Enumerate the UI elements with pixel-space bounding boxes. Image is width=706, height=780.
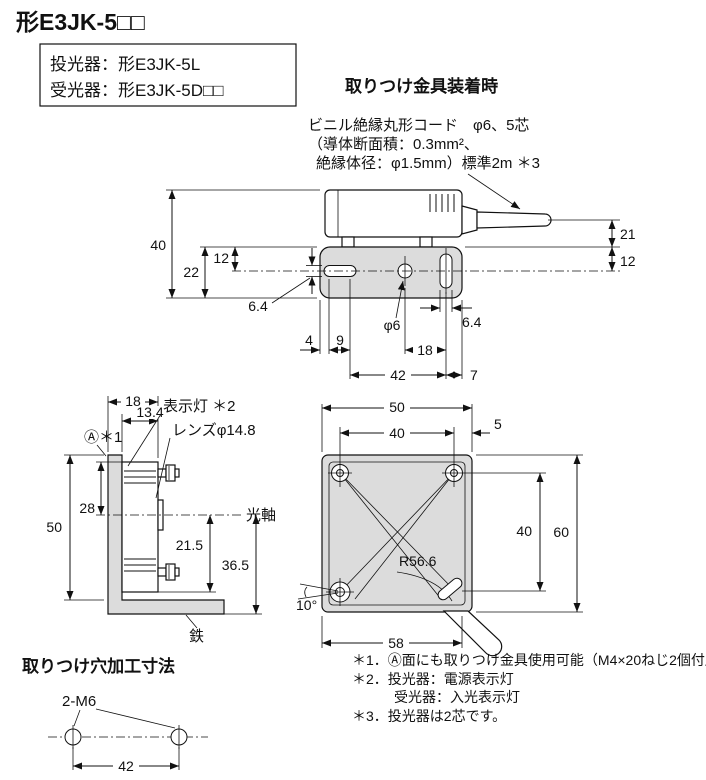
l-bracket	[107, 454, 225, 615]
dim-12-left: 12	[213, 250, 229, 266]
dim-18: 18	[417, 342, 433, 358]
hole-layout-heading: 取りつけ穴加工寸法	[22, 656, 175, 676]
dim-fv-10deg: 10°	[296, 597, 317, 613]
cable-note-leader	[467, 173, 521, 210]
bracket-heading: 取りつけ金具装着時	[345, 76, 498, 96]
model-receiver: 受光器：形E3JK-5D□□	[50, 81, 224, 100]
label-lens: レンズφ14.8	[172, 422, 256, 439]
sensor-body-side	[121, 461, 159, 593]
dim-sv-13_4: 13.4	[136, 404, 163, 420]
dim-9: 9	[336, 332, 344, 348]
dim-42: 42	[390, 367, 406, 383]
mounting-screw-bottom	[157, 563, 180, 581]
footnotes: ＊1．Ⓐ面にも取りつけ金具使用可能（M4×20ねじ2個付属） ＊2．投光器：電源…	[352, 652, 706, 724]
side-view-dimensions: 18 13.4 表示灯 ＊2 レンズφ14.8 Ⓐ＊1 50 28 21.5 3…	[46, 393, 276, 645]
vent-slits	[429, 194, 455, 212]
dim-phi6: φ6	[384, 317, 401, 333]
dim-fv-50: 50	[389, 399, 405, 415]
dim-12-right: 12	[620, 253, 636, 269]
dim-4: 4	[305, 332, 313, 348]
dim-fv-5: 5	[494, 416, 502, 432]
dim-21: 21	[620, 226, 636, 242]
dim-fv-40-top: 40	[389, 425, 405, 441]
mount-tab	[341, 236, 355, 248]
angle-indicator	[297, 583, 339, 600]
cable-gland	[461, 205, 478, 235]
page-title: 形E3JK-5□□	[16, 9, 145, 35]
front-view-dimensions: 50 40 5 40 60 R56.6 10° 58	[296, 399, 583, 651]
footnote-2b: 受光器：入光表示灯	[394, 689, 520, 705]
model-emitter: 投光器：形E3JK-5L	[50, 55, 200, 74]
dim-6_4-left: 6.4	[248, 298, 268, 314]
label-optical-axis: 光軸	[246, 507, 276, 524]
cable-note-line3: 絶縁体径：φ1.5mm）標準2m ＊3	[316, 155, 540, 172]
dim-fv-r56_6: R56.6	[399, 553, 437, 569]
dim-sv-28: 28	[79, 500, 95, 516]
label-iron: 鉄	[189, 628, 204, 645]
dim-40: 40	[150, 237, 166, 253]
dim-sv-21_5: 21.5	[176, 537, 203, 553]
mounting-bracket-top	[319, 246, 463, 299]
cable-note-line2: （導体断面積：0.3mm²、	[308, 136, 479, 153]
footnote-2: ＊2．投光器：電源表示灯	[352, 671, 514, 687]
dim-sv-50: 50	[46, 519, 62, 535]
dim-fv-58: 58	[388, 635, 404, 651]
front-view	[297, 427, 503, 657]
cable	[476, 211, 552, 229]
side-view	[96, 454, 242, 615]
sensor-body-front	[321, 454, 473, 613]
dim-6_4-right: 6.4	[462, 314, 482, 330]
top-view	[232, 189, 620, 299]
dim-22: 22	[183, 264, 199, 280]
dim-7: 7	[470, 367, 478, 383]
top-view-dimensions: 40 22 12 21 12 6.4 φ6 6.4 4	[150, 189, 636, 383]
body-slits	[124, 470, 156, 572]
bezel	[328, 461, 466, 606]
footnote-1: ＊1．Ⓐ面にも取りつけ金具使用可能（M4×20ねじ2個付属）	[352, 652, 706, 668]
model-box	[39, 43, 297, 107]
hole-thread-label: 2-M6	[62, 693, 96, 710]
dim-sv-36_5: 36.5	[222, 557, 249, 573]
sensor-body-top	[324, 189, 463, 238]
dim-hole-42: 42	[118, 758, 134, 774]
dim-fv-60: 60	[553, 524, 569, 540]
cable-note-line1: ビニル絶縁丸形コード φ6、5芯	[308, 117, 529, 134]
adjustment-lines	[339, 472, 456, 600]
mount-tab	[419, 236, 433, 248]
label-face-a: Ⓐ＊1	[84, 429, 122, 446]
hole-layout: 取りつけ穴加工寸法 2-M6 42	[22, 656, 208, 774]
mounting-screw-top	[157, 464, 180, 482]
cable-note: ビニル絶縁丸形コード φ6、5芯 （導体断面積：0.3mm²、 絶縁体径：φ1.…	[308, 117, 540, 210]
angle-slot	[437, 577, 463, 601]
dim-fv-40-right: 40	[516, 523, 532, 539]
dim-sv-18: 18	[125, 393, 141, 409]
footnote-3: ＊3．投光器は2芯です。	[352, 708, 506, 724]
cable-front	[442, 610, 503, 657]
label-indicator: 表示灯 ＊2	[163, 398, 236, 415]
